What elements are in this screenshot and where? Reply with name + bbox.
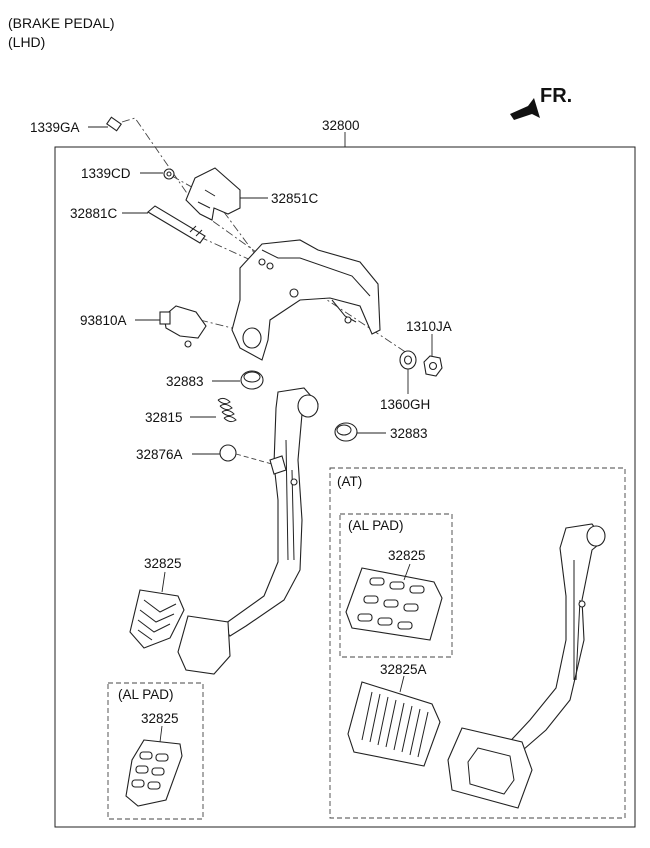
at-pedal-arm (501, 523, 606, 757)
bolt-1339GA (106, 116, 122, 132)
pad-32825-al-at (345, 567, 443, 641)
label-32800: 32800 (322, 118, 360, 133)
pin-32881C (147, 205, 206, 244)
label-32825-al-at: 32825 (388, 548, 426, 563)
label-1339GA: 1339GA (30, 120, 80, 135)
label-32825A: 32825A (380, 662, 427, 677)
label-32883-upper: 32883 (166, 374, 204, 389)
stopper-32876A (219, 444, 237, 462)
stop-lamp-switch-93810A (159, 305, 207, 348)
return-spring-32815 (217, 397, 237, 423)
washer-1360GH (399, 350, 417, 370)
pad-32825A (347, 681, 441, 767)
label-32851C: 32851C (271, 191, 319, 206)
label-al-pad-at: (AL PAD) (348, 518, 404, 533)
label-32881C: 32881C (70, 206, 118, 221)
al-pad-group-left (107, 682, 204, 820)
nut-1339CD (163, 168, 175, 180)
front-direction-label: FR. (540, 85, 572, 107)
diagram-subtitle: (LHD) (8, 34, 46, 50)
label-32876A: 32876A (136, 447, 183, 462)
front-direction-arrow-icon (510, 98, 540, 120)
label-al-pad-left: (AL PAD) (118, 687, 174, 702)
label-93810A: 93810A (80, 313, 127, 328)
bushing-32883-lower (334, 422, 358, 442)
label-32815: 32815 (145, 410, 183, 425)
bushing-32883-upper (240, 370, 264, 390)
label-32825-al-left: 32825 (141, 711, 179, 726)
label-1360GH: 1360GH (380, 397, 430, 412)
bracket-32851C (185, 167, 241, 221)
label-1310JA: 1310JA (406, 319, 452, 334)
pedal-mounting-bracket (231, 239, 381, 361)
label-32825-left: 32825 (144, 556, 182, 571)
label-32883-lower: 32883 (390, 426, 428, 441)
pedal-pad-main (177, 615, 231, 675)
nut-1310JA (423, 355, 443, 377)
label-1339CD: 1339CD (81, 166, 131, 181)
at-pedal-pad (447, 727, 533, 809)
at-group (329, 467, 626, 819)
brake-pedal-arm (221, 387, 319, 637)
pad-32825-chevron (129, 589, 185, 649)
pad-32825-al-left (125, 739, 183, 807)
label-at: (AT) (337, 474, 362, 489)
al-pad-group-at (339, 513, 453, 658)
diagram-title: (BRAKE PEDAL) (8, 15, 115, 31)
